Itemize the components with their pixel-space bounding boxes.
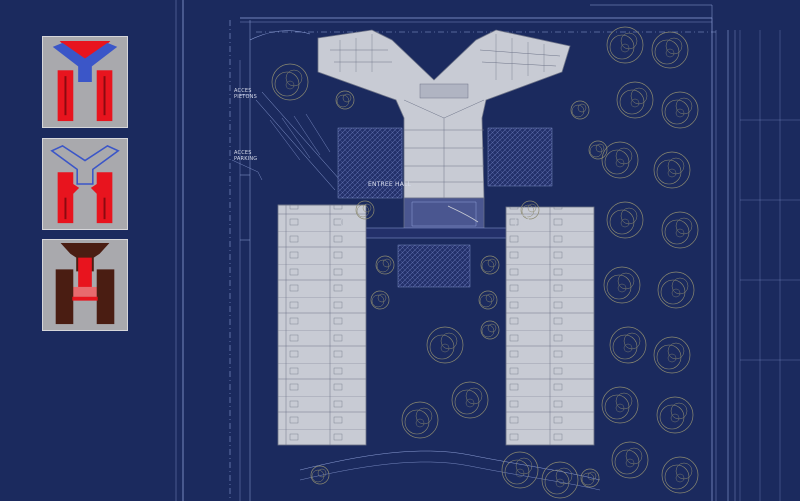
right-wing-building [505,206,595,446]
paved-plaza [337,127,553,288]
y-block-diagram [52,40,118,122]
outline-y-diagram [50,145,120,224]
y-shaped-building [317,29,571,199]
site-plan-drawing [175,0,800,501]
left-wing-building [277,204,367,446]
site-boundary [175,0,800,501]
label-entree-hall: ENTREE HALL [368,181,412,188]
central-link-diagram [55,243,115,325]
label-acces-pietons: ACCES PIETONS [234,88,257,100]
entrance-link [355,197,533,239]
north-arrow-icon [514,214,530,230]
north-arrow-icon [340,214,356,230]
diagram-thumbnail-1 [42,36,128,128]
diagram-thumbnail-2 [42,138,128,230]
label-acces-parking: ACCES PARKING [234,150,258,162]
diagram-thumbnail-3 [42,239,128,331]
